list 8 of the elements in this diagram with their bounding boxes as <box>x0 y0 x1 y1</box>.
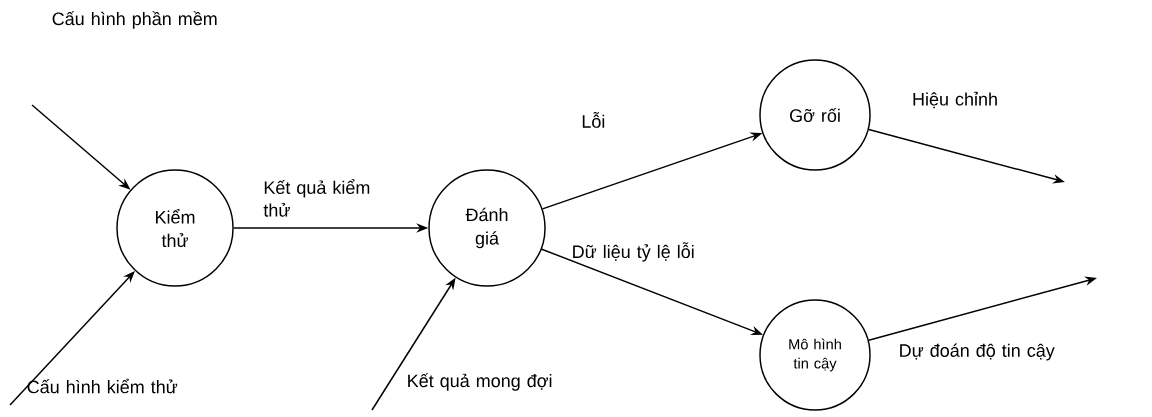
edge-label: Kết quả kiểm thử <box>263 179 370 217</box>
edge-label: Dự đoán độ tin cậy <box>900 343 1055 361</box>
edge-label: Dữ liệu tỷ lệ lỗi <box>573 242 694 262</box>
edge-label: Lỗi <box>582 112 605 128</box>
edge-label: Kết quả mong đợi <box>408 373 552 391</box>
edge-label: Cấu hình kiểm thử <box>27 378 178 394</box>
edge-label: Cấu hình phần mềm <box>52 11 217 29</box>
edge-label: Hiệu chỉnh <box>913 91 997 109</box>
